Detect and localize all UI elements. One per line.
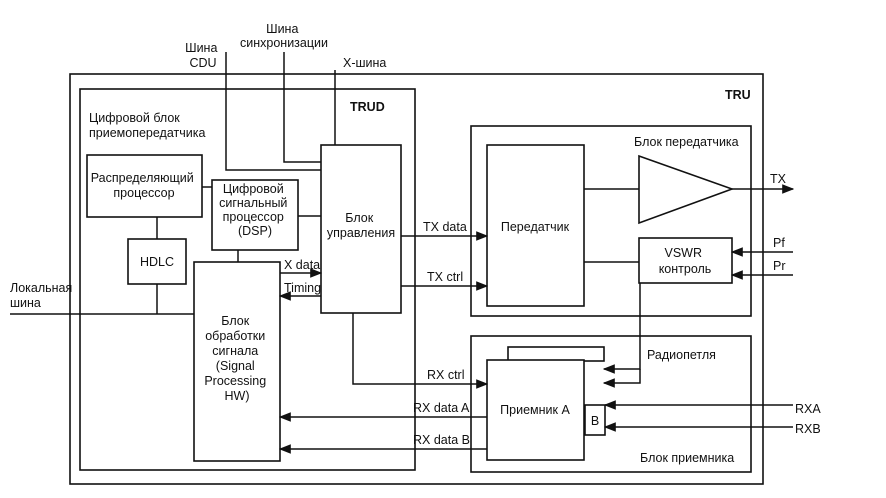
pf-label: Pf [773, 236, 785, 250]
timing-label: Timing [284, 281, 321, 295]
control-block-label: Блок управления [327, 211, 395, 240]
rx-ctrl-label: RX ctrl [427, 368, 465, 382]
tx-output-label: TX [770, 172, 787, 186]
dsp-label: Цифровой сигнальный процессор (DSP) [219, 182, 291, 238]
radio-loop-label: Радиопетля [647, 348, 716, 362]
rx-block-label: Блок приемника [640, 451, 734, 465]
x-data-label: X data [284, 258, 320, 272]
tx-block-label: Блок передатчика [634, 135, 739, 149]
pr-label: Pr [773, 259, 786, 273]
trud-label: TRUD [350, 100, 385, 114]
rx-block-frame [470, 335, 752, 473]
radio-loop-arrow-2 [602, 369, 641, 388]
tx-ctrl-label: TX ctrl [427, 270, 463, 284]
vswr-box [638, 237, 733, 284]
hdlc-label: HDLC [140, 255, 174, 269]
digital-block-label: Цифровой блок приемопередатчика [89, 111, 205, 140]
rxb-label: RXB [795, 422, 821, 436]
local-bus-label: Локальная шина [10, 281, 76, 310]
bus-x-label: X-шина [343, 56, 386, 70]
amplifier-icon [638, 154, 735, 225]
rxa-label: RXA [795, 402, 821, 416]
tru-frame [69, 73, 764, 485]
rx-ctrl-arrow [352, 313, 489, 389]
transmitter-box [486, 144, 585, 307]
bus-cdu-label: Шина CDU [185, 41, 221, 70]
tru-label: TRU [725, 88, 751, 102]
receiver-b-box [584, 404, 606, 436]
receiver-a-box [486, 359, 585, 461]
radio-loop-arrow-1 [602, 283, 641, 374]
cdu-bus-line [225, 52, 321, 171]
tx-data-label: TX data [423, 220, 467, 234]
signal-processing-label: Блок обработки сигнала (Signal Processin… [204, 314, 269, 403]
signal-processing-box [193, 261, 281, 462]
radio-loop-inner-box [507, 346, 605, 362]
rx-data-b-label: RX data B [413, 433, 470, 447]
bus-sync-label: Шина синхронизации [240, 22, 328, 50]
transmitter-label: Передатчик [501, 220, 570, 234]
tx-block-frame [470, 125, 752, 317]
vswr-label: VSWR контроль [659, 246, 712, 276]
rx-data-a-label: RX data A [413, 401, 470, 415]
sync-bus-line [283, 52, 321, 163]
dsp-box [211, 179, 299, 251]
receiver-b-label: B [591, 414, 599, 428]
control-block-box [320, 144, 402, 314]
distributing-processor-box [86, 154, 203, 218]
receiver-a-label: Приемник A [500, 403, 570, 417]
distributing-processor-label: Распределяющий процессор [91, 171, 198, 200]
trud-frame [79, 88, 416, 471]
